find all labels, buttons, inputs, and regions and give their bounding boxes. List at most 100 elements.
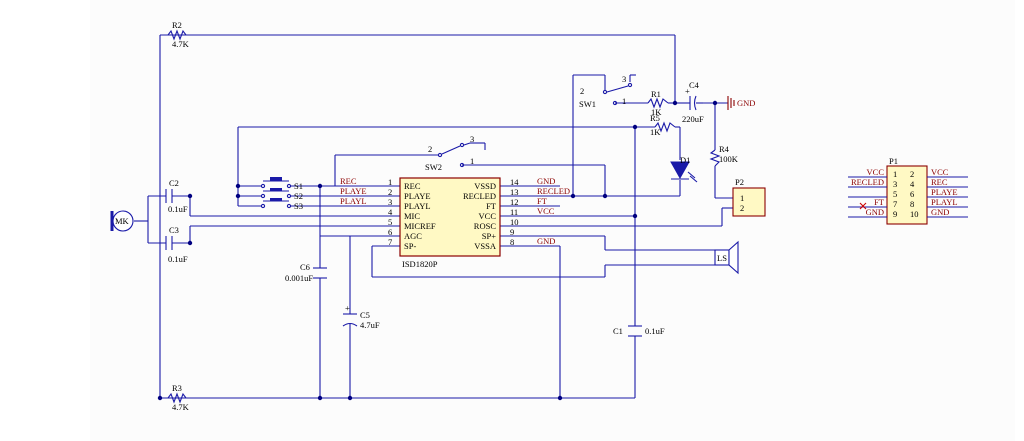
led-d1: D1 (670, 155, 698, 183)
mic-ref: MK (115, 216, 130, 226)
ic-pin-number: 1 (388, 177, 392, 187)
p1-net-right: PLAYE (931, 187, 958, 197)
ic-pin-label: FT (486, 201, 497, 211)
p1-pin-left: 7 (893, 199, 897, 209)
r5-ref: R5 (650, 113, 660, 123)
r4-ref: R4 (719, 144, 730, 154)
c6-value: 0.001uF (285, 273, 313, 283)
ic-pin-number: 13 (510, 187, 519, 197)
wires (134, 34, 733, 399)
capacitor-c3: C3 0.1uF (165, 225, 188, 264)
p1-net-right: VCC (931, 167, 949, 177)
microphone-mk: MK (110, 210, 134, 232)
p2-pin-2: 2 (740, 203, 744, 213)
p1-net-left: RECLED (851, 177, 884, 187)
switch-sw1: 2 1 3 SW1 (579, 74, 633, 109)
pushbutton-s1: S1 (260, 177, 303, 191)
c4-ref: C4 (689, 80, 700, 90)
ic-pin-label: SP+ (482, 231, 496, 241)
p1-pin-left: 3 (893, 179, 897, 189)
c6-ref: C6 (300, 262, 310, 272)
p1-net-left: VCC (867, 167, 885, 177)
ic-pin-label: RECLED (463, 191, 496, 201)
sw1-pin-1: 1 (622, 96, 626, 106)
d1-ref: D1 (680, 155, 690, 165)
r4-value: 100K (719, 154, 739, 164)
ic-pin-label: SP- (404, 241, 416, 251)
sw2-pin-3: 3 (470, 134, 474, 144)
c4-value: 220uF (682, 114, 704, 124)
resistor-r2: R2 4.7K (167, 20, 190, 49)
capacitor-c5: + C5 4.7uF (342, 303, 380, 330)
s1-ref: S1 (294, 181, 303, 191)
sw2-pin-2: 2 (428, 144, 432, 154)
r5-value: 1K (650, 127, 661, 137)
ic-pin-number: 7 (388, 237, 392, 247)
capacitor-c6: C6 0.001uF (285, 262, 327, 283)
capacitor-c2: C2 0.1uF (165, 178, 188, 214)
ic-pin-number: 9 (510, 227, 514, 237)
sw1-pin-3: 3 (622, 74, 626, 84)
p1-net-right: REC (931, 177, 948, 187)
p1-pin-right: 2 (910, 169, 914, 179)
ic-pin-number: 8 (510, 237, 514, 247)
connector-p2: P2 1 2 (732, 177, 766, 217)
s2-ref: S2 (294, 191, 303, 201)
net-label-gnd-top: GND (537, 176, 555, 186)
net-label-recled: RECLED (537, 186, 570, 196)
ic-name: ISD1820P (402, 259, 438, 269)
ic-pin-label: ROSC (474, 221, 497, 231)
p1-pin-left: 1 (893, 169, 897, 179)
p1-pin-left: 5 (893, 189, 897, 199)
net-labels-left: REC PLAYE PLAYL GND RECLED FT VCC GND (340, 176, 570, 246)
ic-pin-number: 12 (510, 197, 519, 207)
speaker-ref: LS (717, 253, 727, 263)
p1-pin-right: 8 (910, 199, 914, 209)
capacitor-c1: C1 0.1uF (613, 325, 665, 337)
c3-value: 0.1uF (168, 254, 188, 264)
sw1-pin-2: 2 (580, 86, 584, 96)
r3-value: 4.7K (172, 402, 190, 412)
ic-pin-number: 4 (388, 207, 393, 217)
speaker-ls: LS (714, 240, 739, 275)
c5-plus: + (345, 303, 350, 313)
net-label-playe: PLAYE (340, 186, 367, 196)
p1-net-right: PLAYL (931, 197, 958, 207)
p1-net-left: FT (874, 197, 885, 207)
ic-pin-label: VCC (479, 211, 497, 221)
p1-net-right: GND (931, 207, 949, 217)
sw1-ref: SW1 (579, 99, 596, 109)
ic-pin-number: 10 (510, 217, 519, 227)
ic-pin-number: 3 (388, 197, 392, 207)
p2-pin-1: 1 (740, 193, 744, 203)
ground-symbol: GND (727, 96, 755, 110)
ic-pin-label: AGC (404, 231, 422, 241)
resistor-r4: R4 100K (709, 144, 739, 167)
c4-plus: + (685, 86, 690, 96)
c3-ref: C3 (169, 225, 179, 235)
resistor-r3: R3 4.7K (167, 383, 190, 412)
ic-pin-label: PLAYL (404, 201, 431, 211)
capacitor-c4: + C4 220uF (682, 80, 704, 124)
ic-pin-number: 5 (388, 217, 392, 227)
schematic-sheet (90, 0, 1015, 441)
pushbutton-s3: S3 (260, 198, 303, 211)
junctions (157, 100, 718, 401)
resistor-r5: R5 1K (650, 113, 676, 137)
p1-net-left: GND (866, 207, 884, 217)
p1-pin-right: 6 (910, 189, 914, 199)
c2-ref: C2 (169, 178, 179, 188)
switch-sw2: 2 1 3 SW2 (420, 134, 474, 172)
ic-pin-label: MICREF (404, 221, 436, 231)
c1-ref: C1 (613, 326, 623, 336)
c5-value: 4.7uF (360, 320, 380, 330)
p1-pin-left: 9 (893, 209, 897, 219)
ic-pin-label: VSSA (474, 241, 497, 251)
p2-ref: P2 (735, 177, 744, 187)
c2-value: 0.1uF (168, 204, 188, 214)
c5-ref: C5 (360, 310, 370, 320)
r3-ref: R3 (172, 383, 182, 393)
